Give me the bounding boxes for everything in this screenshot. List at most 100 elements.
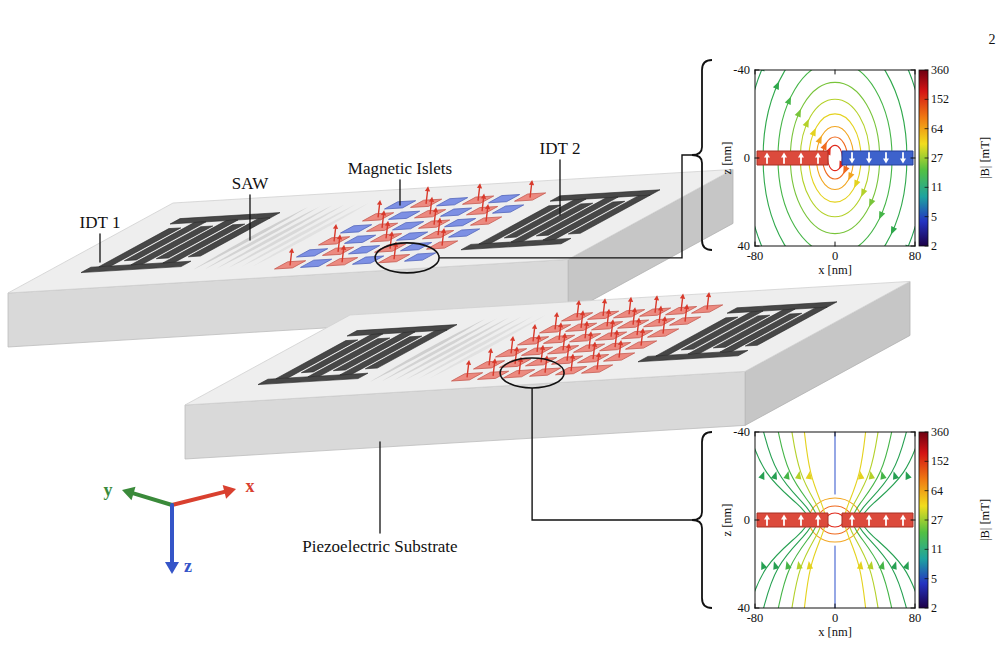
tick-mark [925,490,928,491]
axis-title: z [nm] [721,142,734,175]
magnetization-arrow-head [488,348,493,353]
part-label: IDT 2 [540,140,581,157]
tick-mark [925,70,928,71]
tick-mark [911,70,915,71]
tick-mark [755,158,759,159]
magnetization-arrow-head [433,207,438,212]
idt-electrode [568,195,650,234]
tick-mark [755,70,759,71]
field-arrow [869,471,875,479]
moment-arrow-head [849,159,855,164]
tick-mark [925,128,928,129]
magnetization-arrow-head [592,342,597,347]
tick-label: -80 [747,612,764,625]
plot-area [755,432,915,608]
callout-line [439,155,692,258]
magnetization-arrow [611,324,612,336]
moment-arrow [817,519,819,525]
plot-frame [755,432,915,608]
colorbar-tick: 5 [931,573,937,585]
idt-electrode [543,201,625,240]
field-arrow [783,471,789,480]
moment-arrow-head [798,515,804,520]
field-arrow [797,561,803,569]
magnetization-arrow-head [377,200,382,205]
part-label: IDT 1 [80,214,121,231]
magnetization-arrow [290,253,291,265]
magnetization-arrow-head [562,333,567,338]
magnetization-arrow-head [632,307,637,312]
field-arrow [785,96,791,105]
magnetization-arrow-head [636,318,641,323]
tick-mark [925,549,928,550]
colorbar-tick: 64 [931,485,943,497]
moment-arrow [851,519,853,525]
tick-mark [915,432,916,436]
saw-wavefront [406,317,522,380]
tick-mark [755,70,756,74]
magnetization-arrow-head [333,224,338,229]
magnetization-arrow-head [684,304,689,309]
tick-mark [911,158,915,159]
tick-mark [835,242,836,246]
axis-arrow-head [122,487,136,501]
magnetization-arrow [681,299,682,311]
magnetization-arrow-head [680,294,685,299]
field-arrow [795,109,801,118]
moment-arrow-head [764,153,770,158]
magnet-bar [842,151,913,165]
moment-arrow-head [866,159,872,164]
magnetization-arrow [334,229,335,241]
magnetization-arrow [607,314,608,326]
magnetization-arrow-head [606,309,611,314]
tick-label: -80 [747,250,764,263]
moment-arrow-head [781,515,787,520]
axis-title: z [nm] [721,504,734,537]
magnetization-arrow [655,300,656,312]
magnetization-arrow-head [640,328,645,333]
tick-label: -40 [733,64,750,77]
magnetization-arrow-head [658,306,663,311]
moment-arrow-head [781,153,787,158]
magnetization-arrow [442,233,443,245]
magnetization-arrow-head [477,183,482,188]
tick-mark [911,432,915,433]
magnetization-arrow-head [389,231,394,236]
magnetization-arrow [338,239,339,251]
moment-arrow [766,519,768,525]
magnetization-arrow [597,357,598,369]
tick-mark [925,99,928,100]
moment-arrow-head [815,515,821,520]
magnetization-arrow [489,353,490,365]
moment-arrow [817,157,819,163]
tick-label: 80 [909,250,922,263]
moment-arrow [885,519,887,525]
magnetization-arrow [663,321,664,333]
magnetization-arrow-head [558,322,563,327]
moment-arrow [868,519,870,525]
field-line [763,70,907,246]
magnetization-arrow [619,345,620,357]
magnetization-arrow [541,350,542,362]
field-lines [755,432,915,608]
magnetization-arrow [577,305,578,317]
magnetization-arrow-head [628,297,633,302]
tick-label: 0 [744,152,750,165]
axis-letter: z [184,557,192,575]
moment-arrow-head [883,159,889,164]
moment-arrow-head [798,153,804,158]
bracket [692,60,712,250]
magnetization-arrow-head [588,331,593,336]
field-map [723,0,946,347]
magnetization-arrow [386,226,387,238]
magnetization-arrow-head [481,194,486,199]
tick-label: -40 [733,426,750,439]
magnetization-arrow [390,236,391,248]
magnetization-arrow-head [529,180,534,185]
field-arrow [848,172,854,181]
tick-mark [925,158,928,159]
magnetization-arrow [603,303,604,315]
field-arrow [758,471,764,480]
